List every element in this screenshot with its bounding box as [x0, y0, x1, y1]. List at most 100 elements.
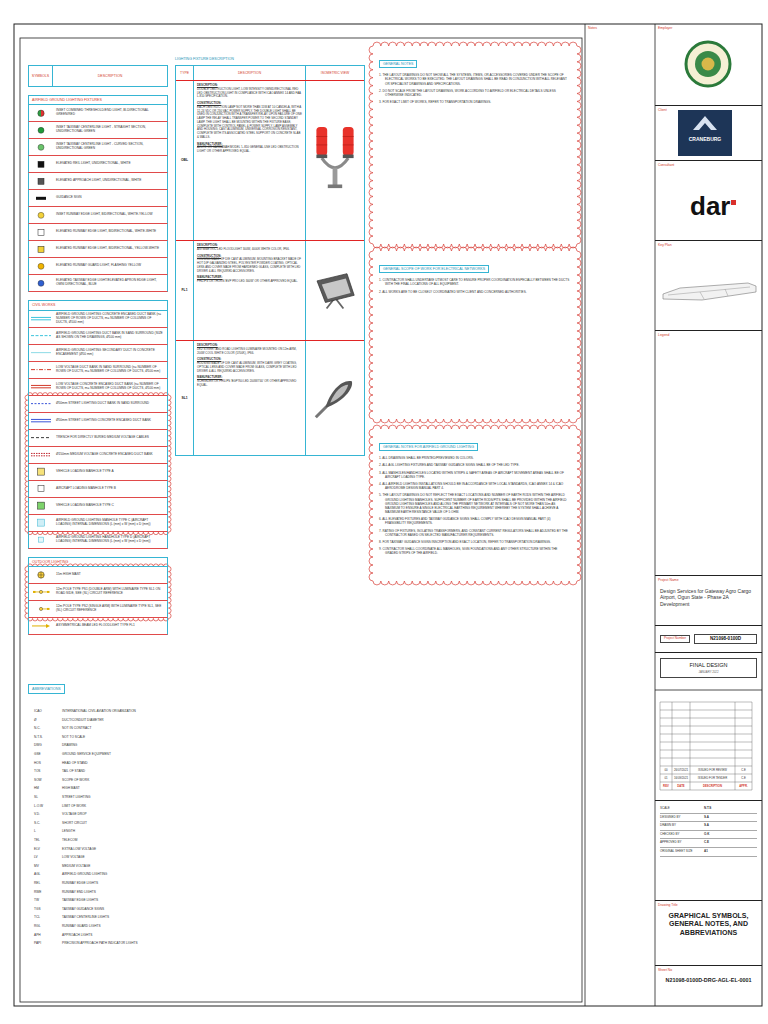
label-slot: 00: [660, 766, 672, 774]
symbol-cell: [29, 156, 53, 172]
legend-text: ASYMMETRICAL BEAM LED FLOODLIGHT TYPE FL…: [53, 618, 167, 634]
label-text: CRANEBURG: [678, 136, 732, 142]
node-text: A1: [704, 848, 757, 857]
label-slot: TOS: [34, 770, 60, 774]
label-text: 00: [660, 766, 672, 774]
node-text: SL1: [176, 341, 194, 455]
label-text: L: [34, 830, 60, 834]
label-text: TELECOM: [62, 839, 172, 843]
legend-text: Ø150mm MEDIUM VOLTAGE CONCRETE ENCASED D…: [53, 447, 167, 463]
label-slot: DUCT/CONDUIT DIAMETER: [62, 719, 172, 723]
node-text: AIRFIELD GROUND LIGHTING FIXTURES: [32, 98, 164, 102]
revision-cloud: [25, 564, 171, 621]
label-slot: RUNWAY GUARD LIGHTS: [62, 925, 172, 929]
isometric-cell: [306, 241, 364, 340]
legend-text: ELEVATED RUNWAY GUARD LIGHT, FLASHING YE…: [53, 258, 167, 274]
legend-text: Ø50mm STREET LIGHTING CONCRETE ENCASED D…: [53, 413, 167, 429]
symbol-cell: [29, 379, 53, 395]
dynamic-drawing: [25, 42, 581, 628]
label-text: 16/09/2021: [672, 774, 690, 782]
node-text: Notes: [585, 24, 655, 32]
sheet-number: Sheet NoN21098-0100D-DRG-AGL-EL-0001: [655, 965, 762, 1006]
label-text: ELV: [34, 848, 60, 852]
label-text: TAXIWAY CENTERLINE LIGHTS: [62, 916, 172, 920]
legend-symbol: [31, 335, 51, 336]
label-text: MEDIUM VOLTAGE: [62, 865, 172, 869]
symbol-cell: [29, 532, 53, 548]
drawing-info: SCALEN.T.SDESIGNED BYS.ADRAWN BYS.ACHECK…: [655, 800, 762, 900]
symbol-cell: [29, 601, 53, 617]
symbol-cell: [29, 345, 53, 361]
legend-text: 12m POLE TYPE PS2 (SINGLE ARM) WITH LUMI…: [53, 601, 167, 617]
fixture-icon: [316, 381, 352, 417]
label-slot: C.E: [735, 766, 752, 774]
symbol-cell: [29, 173, 53, 189]
legend-text: 15m HIGH MAST: [53, 567, 167, 583]
legend-symbol: [38, 178, 44, 184]
legend-symbol: [32, 624, 50, 628]
label-slot: SOW: [34, 779, 60, 783]
label-slot: INTERNATIONAL CIVIL AVIATION ORGANIZATIO…: [62, 710, 172, 714]
label-text: N.T.S.: [34, 736, 60, 740]
legend-row: TRENCH FOR DIRECTLY BURIED MEDIUM VOLTAG…: [28, 430, 168, 447]
label-slot: LOW VOLTAGE: [62, 856, 172, 860]
label-slot: LENGTH: [62, 830, 172, 834]
label-slot: TCL: [34, 916, 60, 920]
title-cell: Client: [655, 105, 762, 160]
legend-row: Ø50mm STREET LIGHTING DUCT BANK IN SAND …: [28, 396, 168, 413]
legend-text: 12m POLE TYPE PS1 (DOUBLE ARM) WITH LUMI…: [53, 584, 167, 600]
label-text: TEL: [34, 839, 60, 843]
symbol-cell: [29, 328, 53, 344]
label-slot: ISSUED FOR REVIEW: [690, 766, 735, 774]
title-block-line: [585, 24, 586, 1006]
legend-row: INSET TAXIWAY CENTERLINE LIGHT - CURVED …: [28, 139, 168, 156]
legend-row: ELEVATED RUNWAY EDGE LIGHT, BIDIRECTIONA…: [28, 241, 168, 258]
label-text: APH: [34, 934, 60, 938]
node-text: LED STREET AND ROAD LIGHTING LUMINAIRE M…: [197, 348, 302, 356]
label-slot: NOT TO SCALE: [62, 736, 172, 740]
label-slot: N.T.S.: [34, 736, 60, 740]
label-slot: RUNWAY EDGE LIGHTS: [62, 882, 172, 886]
label-text: N.C.: [34, 727, 60, 731]
label-slot: TAXIWAY GUIDANCE SIGNS: [62, 908, 172, 912]
node-text: OUTDOOR LIGHTING: [32, 560, 164, 564]
node-text: ORIGINAL SHEET SIZE: [660, 848, 704, 857]
fixture-row: SL1DESCRIPTION:LED STREET AND ROAD LIGHT…: [176, 340, 364, 455]
legend-text: ELEVATED TAXIWAY EDGE LIGHT/ELEVATED APR…: [53, 275, 167, 291]
node-text: DESCRIPTION: [53, 66, 167, 86]
label-text: RUNWAY END LIGHTS: [62, 891, 172, 895]
node-text: 1. CONTRACTOR SHALL UNDERTAKE UTMOST CAR…: [379, 278, 571, 286]
symbol-cell: [29, 498, 53, 514]
label-slot: LIMIT OF WORK: [62, 805, 172, 809]
label-slot: LV: [34, 856, 60, 860]
label-text: RUNWAY GUARD LIGHTS: [62, 925, 172, 929]
title-cell: Employer: [655, 24, 762, 105]
node-text: Legend: [655, 331, 762, 339]
label-slot: RUNWAY END LIGHTS: [62, 891, 172, 895]
legend-row: INSET RUNWAY EDGE LIGHT, BIDIRECTIONAL, …: [28, 207, 168, 224]
revision-cloud: [369, 247, 581, 423]
node-text: C.E: [704, 839, 757, 848]
employer-logo: [686, 42, 730, 86]
sheet-border: [14, 24, 762, 1006]
label-text: ISSUED FOR REVIEW: [690, 766, 735, 774]
symbol-cell: [29, 396, 53, 412]
node-text: AVLITE OR CARMANAH MODEL 'L-810 GENERAL …: [197, 146, 302, 154]
legend-text: ELEVATED RUNWAY EDGE LIGHT, BIDIRECTIONA…: [53, 241, 167, 257]
label-text: NOT IN CONTRACT: [62, 727, 172, 731]
legend-row: ELEVATED APPROACH LIGHT, UNIDIRECTIONAL,…: [28, 173, 168, 190]
label-text: APPR.: [735, 782, 752, 790]
consultant-logo: [731, 200, 736, 205]
label-slot: DESCRIPTION: [690, 782, 735, 790]
legend-symbol: [38, 468, 45, 475]
label-slot: GSE: [34, 753, 60, 757]
node-text: 8. FOR TAXIWAY GUIDANCE SIGNS INSCRIPTIO…: [379, 540, 571, 544]
node-text: N21098-0100D-DRG-AGL-EL-0001: [655, 974, 762, 986]
table-header-row: TYPEDESCRIPTIONISOMETRIC VIEW: [176, 66, 364, 80]
node-text: GENERAL NOTES: [379, 60, 417, 68]
label-text: RGL: [34, 925, 60, 929]
label-text: SCOPE OF WORK: [62, 779, 172, 783]
node-text: GENERAL NOTES FOR AIRFIELD GROUND LIGHTI…: [379, 443, 478, 451]
node-text: SYMBOLS: [29, 66, 53, 86]
label-text: PAPI: [34, 942, 60, 946]
